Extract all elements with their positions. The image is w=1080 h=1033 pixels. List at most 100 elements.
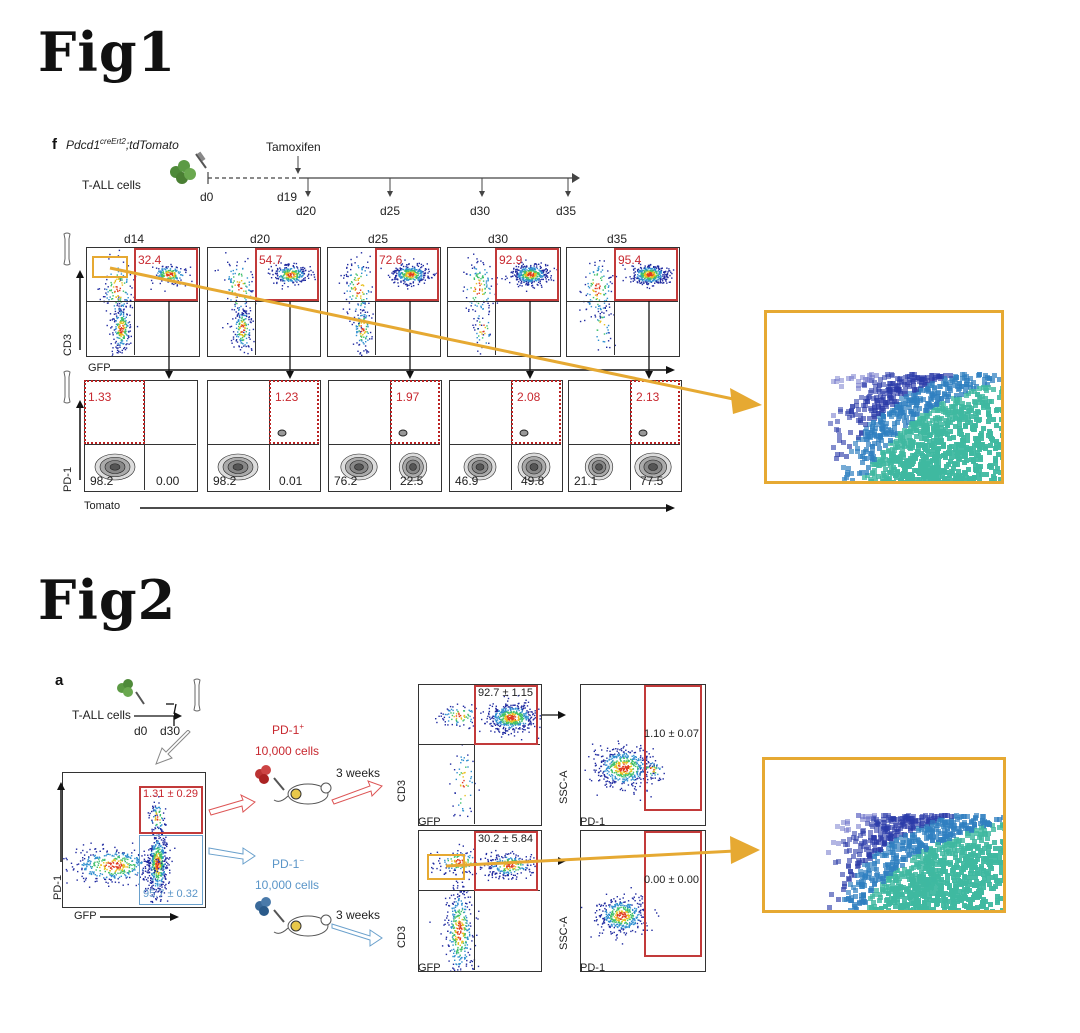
fig1-title: Fig1 [38, 20, 177, 84]
fig1-panel-letter: f [52, 136, 57, 153]
timeline-d0: d0 [200, 190, 214, 204]
bone-icon [63, 232, 71, 266]
pd1-pos-gate [139, 786, 203, 834]
timeline-d19: d19 [277, 190, 298, 204]
pd1-x-label: PD-1 [580, 962, 606, 974]
branch-arrows [208, 793, 256, 865]
pd1-x-label: PD-1 [580, 816, 606, 828]
upper-right-value: 1.97 [396, 390, 420, 404]
col-header-d14: d14 [124, 232, 145, 246]
quadrant-line [134, 301, 135, 355]
quadrant-line [84, 444, 196, 445]
right-arrow [542, 857, 566, 865]
quadrant-line [328, 444, 440, 445]
ssc-y-label: SSC-A [558, 916, 570, 950]
bottom-row-x-label: Tomato [84, 500, 121, 512]
arrow-to-pos-results [331, 780, 383, 805]
pd1-pos-cells-count: 10,000 cells [255, 744, 320, 758]
cd3-gfp-gate [474, 685, 538, 745]
zoom-source-box [92, 256, 128, 278]
down-arrow [406, 301, 414, 379]
cd3-gfp-gate-value: 72.6 [379, 253, 403, 267]
lower-left-value: 21.1 [574, 474, 598, 488]
down-arrow-outline [155, 730, 191, 765]
quadrant-line [495, 301, 496, 355]
pd1-neg-gate [139, 835, 203, 905]
source-pd1-gfp-plot [59, 772, 206, 912]
quadrant-line [566, 301, 678, 302]
col-header-d25: d25 [368, 232, 389, 246]
lower-left-value: 98.2 [213, 474, 237, 488]
cd3-gfp-gate-value: 92.7 ± 1.15 [478, 687, 533, 699]
lower-right-value: 22.5 [400, 474, 424, 488]
quadrant-line [207, 444, 319, 445]
bone-icon [63, 370, 71, 404]
lower-right-value: 77.5 [640, 474, 664, 488]
source-x-label: GFP [74, 910, 97, 922]
pd1-neg-group-label: PD-1− [272, 856, 305, 871]
mouse-injected-icon [255, 765, 332, 805]
lower-right-value: 0.00 [156, 474, 180, 488]
upper-right-value: 2.08 [517, 390, 541, 404]
ssc-pd1-plot [580, 684, 706, 826]
tall-cells-icon [170, 151, 207, 184]
x-axis-arrow [140, 504, 675, 512]
gfp-x-label: GFP [418, 962, 441, 974]
quadrant-line [447, 301, 559, 302]
tamoxifen-label: Tamoxifen [266, 140, 321, 154]
col-header-d35: d35 [607, 232, 628, 246]
fig1-timeline [207, 156, 580, 197]
quadrant-line [449, 444, 561, 445]
source-density [59, 795, 176, 912]
pd1-neg-duration: 3 weeks [336, 908, 381, 922]
zoom-inset-fig1 [764, 310, 1004, 484]
pd1-neg-gate-value: 95.7 ± 0.32 [143, 888, 198, 900]
cd3-gfp-plot [418, 684, 550, 835]
x-axis-arrow [100, 913, 179, 921]
down-arrow [645, 301, 653, 379]
y-axis-arrow [76, 400, 84, 480]
y-axis-arrow [57, 782, 65, 862]
cd3-gfp-gate-value: 95.4 [618, 253, 642, 267]
timeline-d35: d35 [556, 204, 577, 218]
timeline-d30: d30 [470, 204, 491, 218]
down-arrow [526, 301, 534, 379]
quadrant-line [375, 301, 376, 355]
fig2-cells-label: T-ALL cells [72, 708, 131, 722]
ssc-gate-value: 1.10 ± 0.07 [644, 728, 699, 740]
mouse-genotype-label: Pdcd1creErt2;tdTomato [66, 137, 179, 152]
y-axis-arrow [76, 270, 84, 350]
quadrant-line [568, 444, 680, 445]
arrow-to-neg-results [331, 923, 383, 947]
gfp-x-label: GFP [418, 816, 441, 828]
cd3-gfp-gate-value: 32.4 [138, 253, 162, 267]
bottom-row-y-label: PD-1 [62, 466, 74, 492]
quadrant-line [86, 301, 198, 302]
upper-right-value: 2.13 [636, 390, 660, 404]
top-row-y-label: CD3 [62, 333, 74, 356]
lower-left-value: 46.9 [455, 474, 479, 488]
pd1-neg-cells-count: 10,000 cells [255, 878, 320, 892]
source-y-label: PD-1 [52, 874, 64, 900]
lower-left-value: 76.2 [334, 474, 358, 488]
pd1-pos-group-label: PD-1+ [272, 722, 305, 737]
pd1-pos-duration: 3 weeks [336, 766, 381, 780]
down-arrow [165, 301, 173, 379]
fig2-timeline [134, 712, 182, 726]
zoom-density-plot [826, 813, 1003, 910]
quadrant-line [474, 684, 475, 824]
cd3-y-label: CD3 [396, 779, 408, 802]
quadrant-line [474, 830, 475, 970]
pd1-pos-gate-value: 1.31 ± 0.29 [143, 788, 198, 800]
upper-left-value: 1.33 [88, 390, 112, 404]
tall-cells-label: T-ALL cells [82, 178, 141, 192]
ssc-gate-value: 0.00 ± 0.00 [644, 874, 699, 886]
col-header-d20: d20 [250, 232, 271, 246]
lower-right-value: 0.01 [279, 474, 303, 488]
cd3-gfp-gate-value: 92.9 [499, 253, 523, 267]
x-axis-arrow [110, 366, 675, 374]
timeline-d25: d25 [380, 204, 401, 218]
fig2-panel-letter: a [55, 672, 64, 689]
right-arrow [542, 711, 566, 719]
down-arrow [286, 301, 294, 379]
